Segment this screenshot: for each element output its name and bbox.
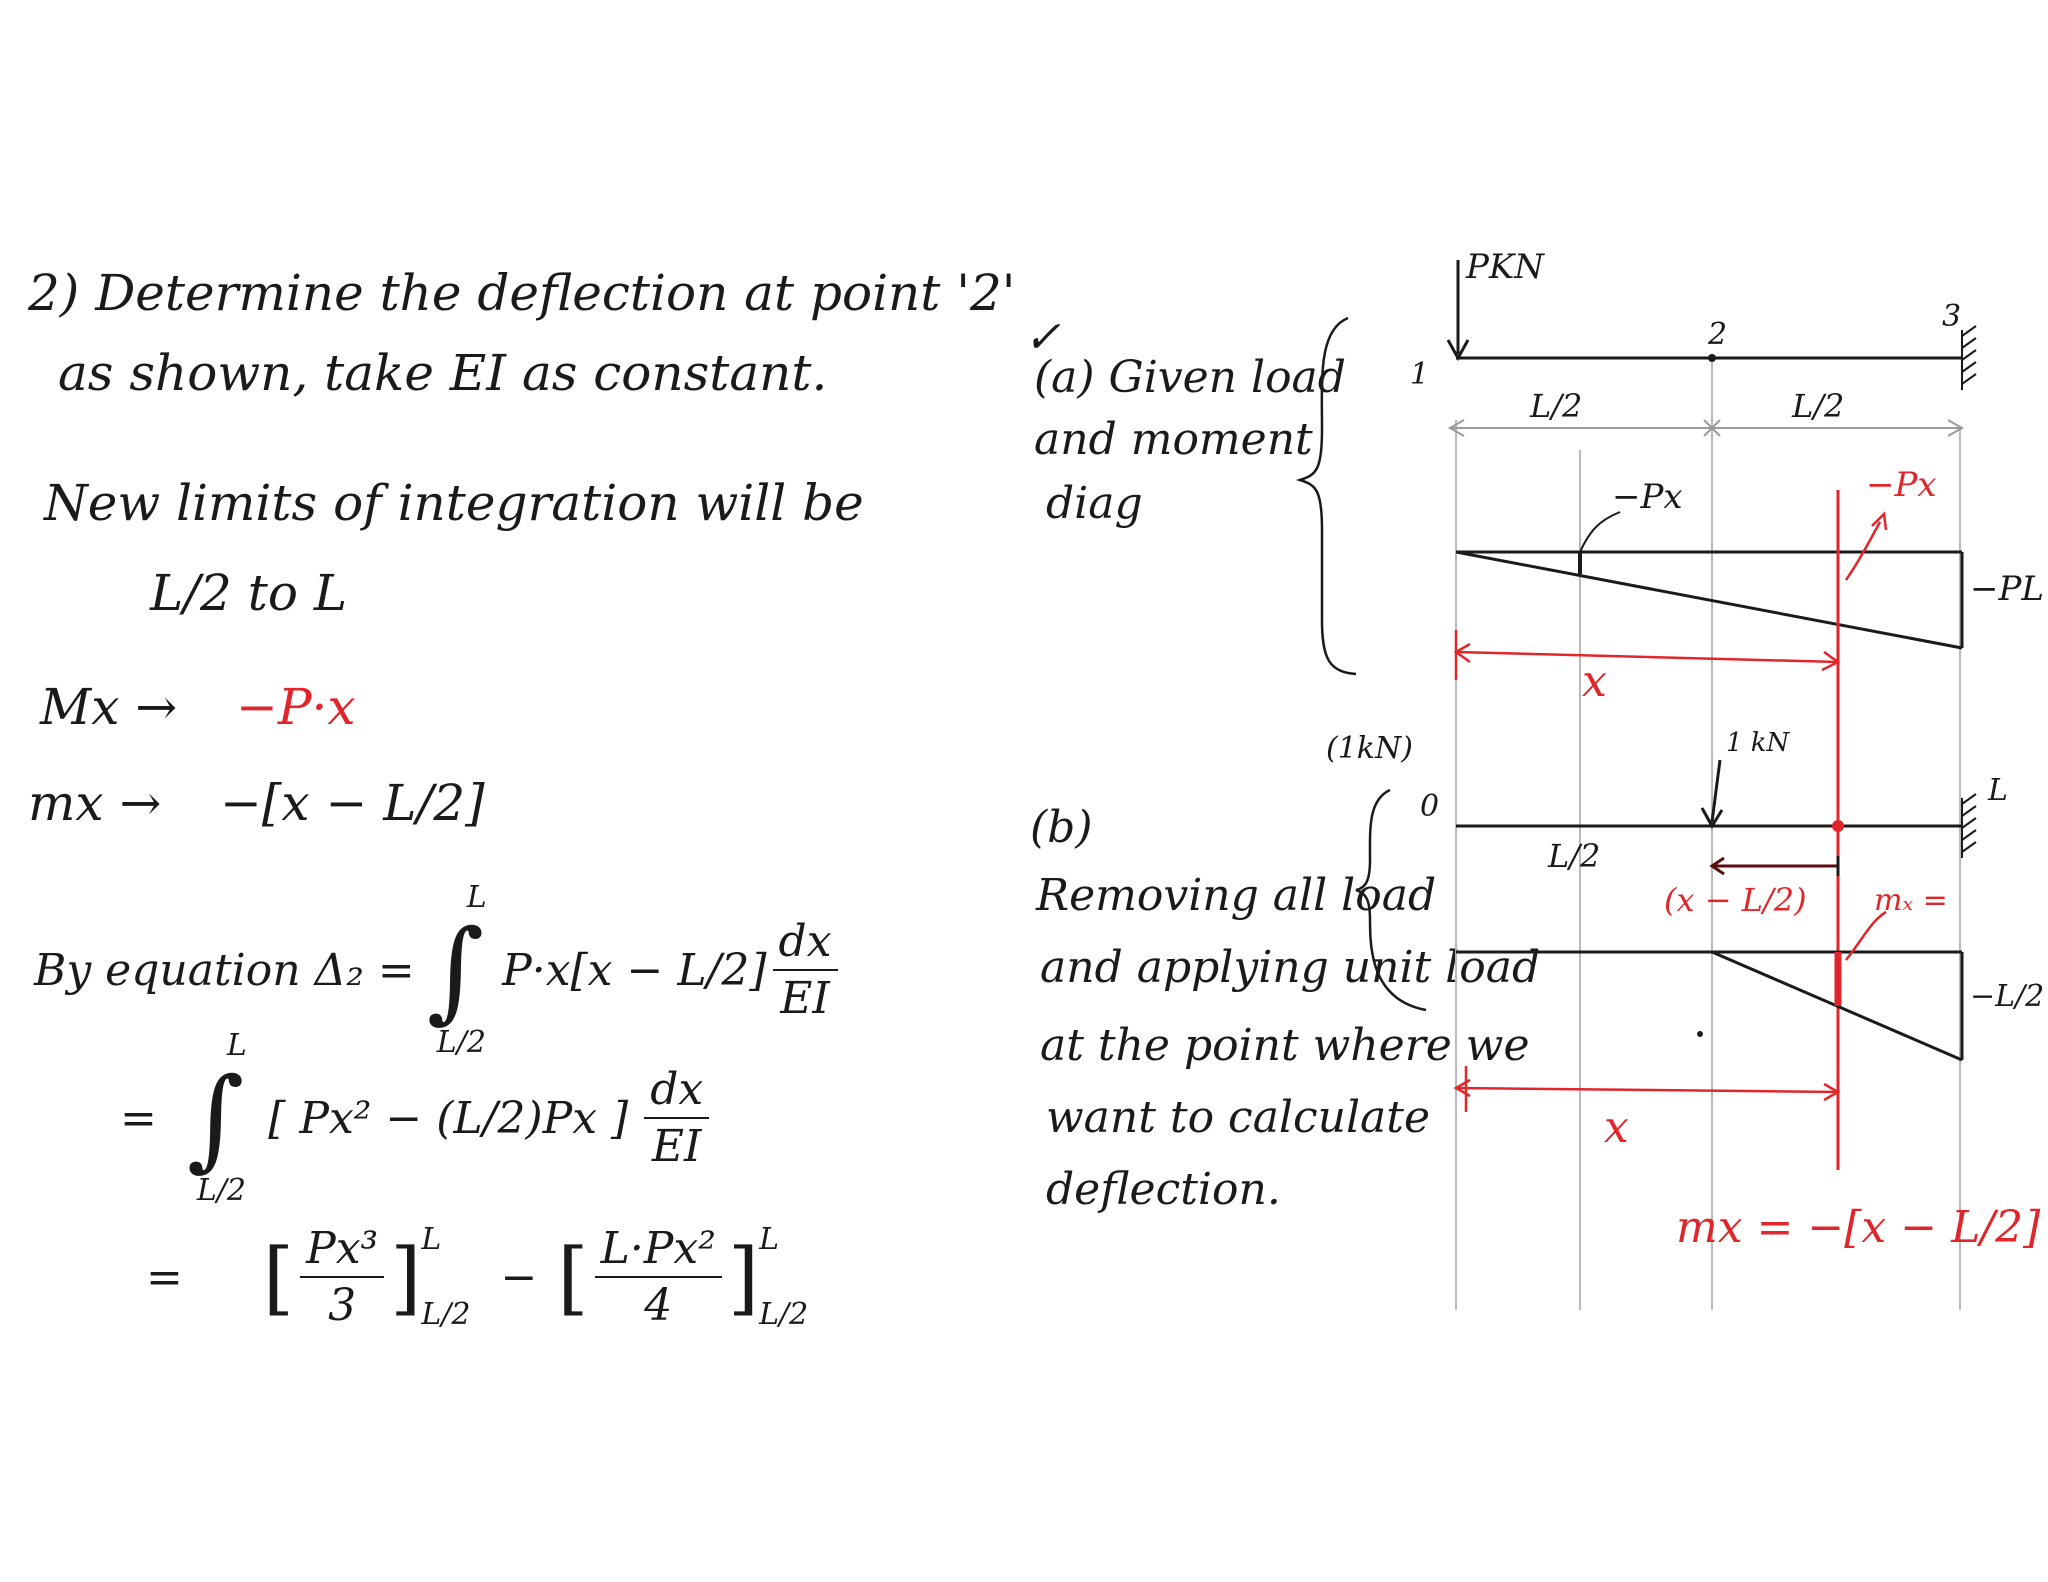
node-2-dot bbox=[1708, 354, 1716, 362]
moment-slope-a bbox=[1455, 550, 1963, 650]
moment-end-label-b: −L/2 bbox=[1970, 979, 2045, 1014]
unit-load-arrow-head bbox=[1700, 807, 1724, 829]
part-b-label: (b) bbox=[1030, 802, 1093, 853]
term-1-upper-limit: L bbox=[421, 1222, 442, 1257]
part-a-check: ✓ bbox=[1024, 312, 1061, 363]
equation-line-1: By equation Δ₂ = L ∫ L/2 P·x[x − L/2] dx… bbox=[34, 880, 844, 1060]
part-b-line-4: want to calculate bbox=[1046, 1092, 1431, 1143]
term-2-denominator: 4 bbox=[644, 1280, 673, 1331]
differential-2-numerator: dx bbox=[644, 1064, 710, 1119]
fixed-support-b bbox=[1961, 793, 1977, 858]
bracket-close-2: ] bbox=[727, 1230, 760, 1324]
integral-upper-limit: L bbox=[466, 880, 487, 915]
guide-lines bbox=[1455, 360, 1961, 1310]
load-label: PKN bbox=[1466, 247, 1545, 287]
node-2-label: 2 bbox=[1708, 317, 1728, 352]
moment-callout-a bbox=[1579, 511, 1621, 553]
differential-denominator: EI bbox=[780, 973, 830, 1024]
moment-label-a: −Px bbox=[1612, 477, 1683, 517]
node-1-label: 1 bbox=[1410, 357, 1430, 392]
bracket-open-1: [ bbox=[262, 1230, 295, 1324]
question-line-2: as shown, take EI as constant. bbox=[58, 344, 828, 402]
equation-2-integrand: [ Px² − (L/2)Px ] bbox=[268, 1092, 629, 1144]
term-minus: − bbox=[500, 1251, 538, 1303]
mx-formula: mx = −[x − L/2] bbox=[1676, 1202, 2041, 1253]
part-a-line-1: (a) Given load bbox=[1034, 352, 1346, 403]
bracket-close-1: ] bbox=[390, 1230, 422, 1324]
node-0-label: 0 bbox=[1420, 789, 1440, 824]
equation-line-3: = [ Px³ 3 ] L L/2 − [ L·Px² 4 ] L L/2 bbox=[146, 1222, 808, 1332]
term-2-numerator: L·Px² bbox=[594, 1223, 722, 1278]
mx-value: −[x − L/2] bbox=[220, 774, 485, 832]
differential-numerator: dx bbox=[772, 916, 838, 971]
equation-integrand: P·x[x − L/2] bbox=[502, 944, 767, 996]
equals-sign-3: = bbox=[146, 1251, 183, 1303]
term-2: L·Px² 4 bbox=[594, 1223, 722, 1331]
integral-2-upper-limit: L bbox=[226, 1028, 247, 1063]
bracket-open-2: [ bbox=[557, 1230, 589, 1324]
unit-load-arrow-shaft bbox=[1710, 759, 1722, 823]
equation-2-differential: dx EI bbox=[644, 1064, 710, 1172]
span-1-label: L/2 bbox=[1530, 387, 1583, 425]
limits-line-2: L/2 to L bbox=[150, 564, 348, 622]
part-a-line-2: and moment bbox=[1034, 414, 1313, 465]
equation-prefix: By equation Δ₂ = bbox=[34, 944, 415, 996]
Mx-label: Mx → bbox=[40, 678, 178, 736]
equation-line-2: = L ∫ L/2 [ Px² − (L/2)Px ] dx EI bbox=[120, 1028, 715, 1208]
span-b-label: L/2 bbox=[1548, 837, 1601, 875]
node-3-label: 3 bbox=[1942, 299, 1962, 334]
x-dimension-b bbox=[1455, 1086, 1839, 1094]
equals-sign-2: = bbox=[120, 1092, 157, 1144]
equation-differential: dx EI bbox=[772, 916, 838, 1024]
moment-end-label-a: −PL bbox=[1970, 569, 2044, 609]
differential-2-denominator: EI bbox=[651, 1121, 702, 1172]
fixed-support-a bbox=[1961, 325, 1977, 390]
integral-lower-limit: L/2 bbox=[436, 1025, 486, 1060]
term-2-upper-limit: L bbox=[759, 1222, 779, 1257]
x-label-b: x bbox=[1604, 1102, 1629, 1153]
red-callout-b bbox=[1845, 910, 1887, 961]
mx-arrow-label: mₓ = bbox=[1874, 883, 1948, 918]
offset-label: (x − L/2) bbox=[1664, 881, 1807, 919]
integral-2-lower-limit: L/2 bbox=[196, 1173, 246, 1208]
x-dimension-a bbox=[1455, 650, 1839, 664]
term-1-numerator: Px³ bbox=[300, 1223, 385, 1278]
span-2-label: L/2 bbox=[1792, 387, 1845, 425]
x-label-a: x bbox=[1582, 656, 1607, 707]
integral-sign-2: ∫ bbox=[186, 1054, 245, 1182]
term-1-denominator: 3 bbox=[328, 1280, 357, 1331]
part-a-line-3: diag bbox=[1046, 478, 1143, 529]
integral-sign: ∫ bbox=[426, 906, 485, 1034]
unit-load-label: 1 kN bbox=[1726, 728, 1790, 758]
term-2-lower-limit: L/2 bbox=[759, 1297, 809, 1332]
moment-label-a-red: −Px bbox=[1866, 465, 1937, 505]
red-callout-a bbox=[1844, 521, 1882, 581]
load-arrow-head bbox=[1446, 339, 1470, 362]
part-b-line-5: deflection. bbox=[1046, 1164, 1281, 1215]
unit-load-note: (1kN) bbox=[1326, 731, 1413, 766]
limits-line-1: New limits of integration will be bbox=[44, 474, 864, 532]
mx-label: mx → bbox=[28, 774, 162, 832]
question-line-1: 2) Determine the deflection at point '2' bbox=[28, 264, 1016, 322]
term-1-lower-limit: L/2 bbox=[421, 1297, 471, 1332]
brace-a bbox=[1295, 316, 1357, 676]
part-b-line-3: at the point where we bbox=[1040, 1020, 1530, 1071]
node-L-label: L bbox=[1988, 773, 2008, 808]
term-1: Px³ 3 bbox=[300, 1223, 385, 1331]
brace-b bbox=[1355, 788, 1427, 1012]
stray-dot bbox=[1697, 1031, 1703, 1037]
section-point-b bbox=[1832, 820, 1844, 832]
Mx-value: −P·x bbox=[236, 678, 356, 736]
